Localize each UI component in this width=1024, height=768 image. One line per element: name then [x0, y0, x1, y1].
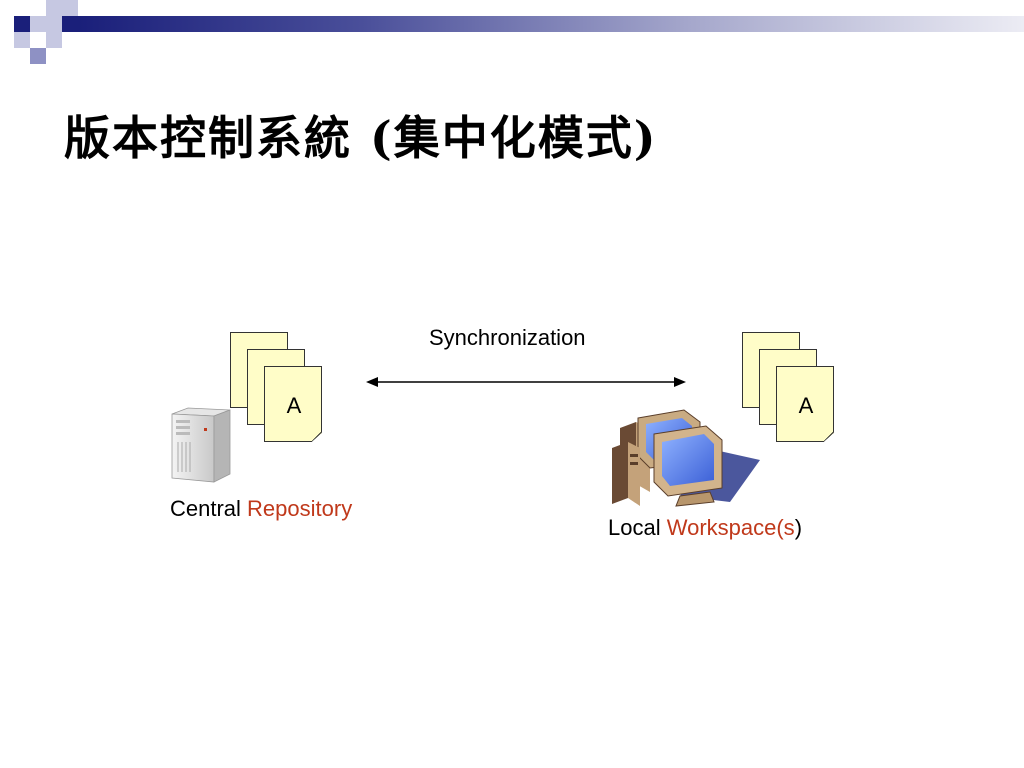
label-accent: Repository	[247, 496, 353, 521]
workspace-documents: A	[742, 332, 852, 452]
decor-square	[14, 16, 30, 32]
decor-square	[30, 16, 46, 32]
central-repository-label: Central Repository	[170, 496, 352, 522]
document-front: A	[776, 366, 834, 442]
document-letter: A	[798, 393, 814, 418]
label-end: )	[794, 515, 803, 540]
decor-square	[46, 0, 62, 16]
decor-square	[62, 0, 78, 16]
workstation-icon	[610, 404, 766, 513]
label-plain: Local	[608, 515, 667, 540]
label-plain: Central	[170, 496, 248, 521]
server-icon	[168, 406, 232, 489]
synchronization-label: Synchronization	[429, 325, 586, 350]
decor-square	[30, 48, 46, 64]
document-letter: A	[286, 393, 302, 418]
decor-square	[62, 16, 78, 32]
decor-square	[14, 32, 30, 48]
sync-arrow	[366, 372, 686, 397]
repository-documents: A	[230, 332, 340, 452]
local-workspace-label: Local Workspace(s)	[608, 515, 802, 541]
slide-title: 版本控制系統 (集中化模式)	[64, 111, 658, 165]
decor-square	[46, 32, 62, 48]
document-front: A	[264, 366, 322, 442]
decor-square	[46, 16, 62, 32]
header-gradient-bar	[78, 16, 1024, 32]
header-decoration	[0, 0, 1024, 64]
label-accent: Workspace(s	[666, 515, 795, 540]
